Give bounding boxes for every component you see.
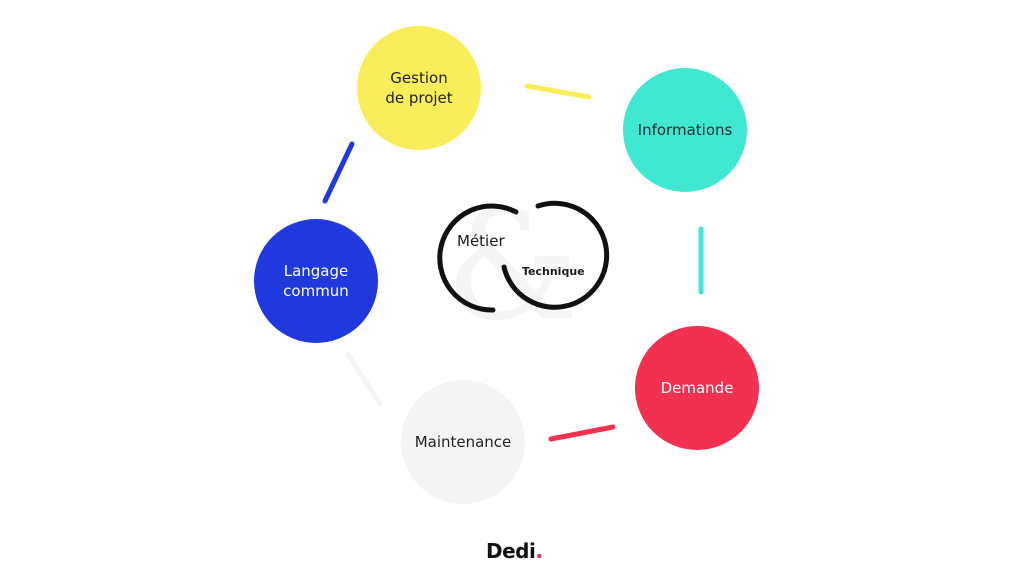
connector-maintenance-langage [345,351,383,407]
node-langage-commun: Langage commun [254,219,378,343]
node-maintenance: Maintenance [401,380,525,504]
node-langage-commun-label: Langage commun [283,262,349,300]
node-gestion-de-projet-label: Gestion de projet [385,69,453,107]
metier-ring [437,203,519,313]
node-demande: Demande [635,326,759,450]
center-label-metier: Métier [457,232,505,250]
node-informations: Informations [623,68,747,192]
brand-dot: . [535,539,543,563]
node-informations-label: Informations [637,121,733,139]
technique-ring [501,200,610,310]
node-demande-label: Demande [660,379,734,397]
brand-logo: Dedi. [486,539,543,563]
node-gestion-de-projet: Gestion de projet [357,26,481,150]
connector-demande-maintenance [548,424,616,442]
connector-langage-gestion [322,141,355,204]
center-label-technique: Technique [522,265,585,278]
connector-gestion-informations [524,83,592,100]
brand-name: Dedi [486,539,536,563]
node-maintenance-label: Maintenance [414,433,512,451]
